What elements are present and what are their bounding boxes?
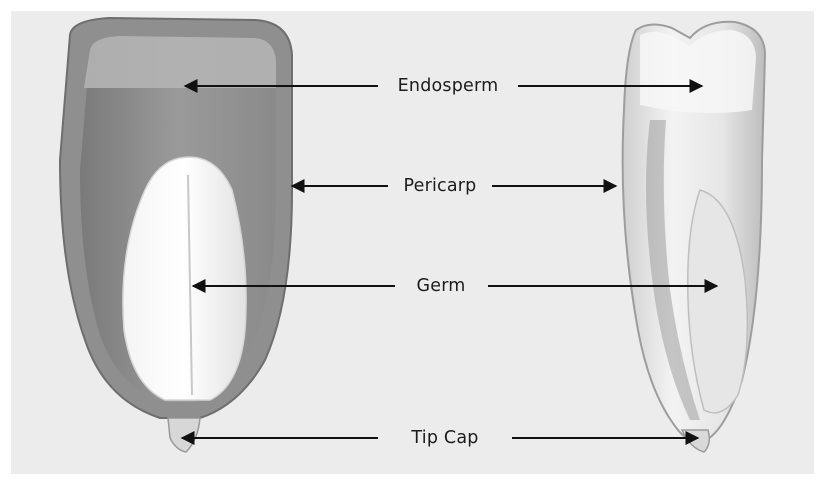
left-tip-cap [168, 418, 200, 452]
pericarp-label: Pericarp [403, 176, 476, 196]
left-kernel [60, 18, 292, 452]
right-endosperm-top [640, 30, 756, 113]
endosperm-label: Endosperm [398, 76, 499, 96]
tip-cap-label: Tip Cap [411, 428, 478, 448]
left-endosperm-top [84, 36, 276, 88]
right-tip-cap [682, 430, 709, 452]
germ-label: Germ [416, 276, 465, 296]
